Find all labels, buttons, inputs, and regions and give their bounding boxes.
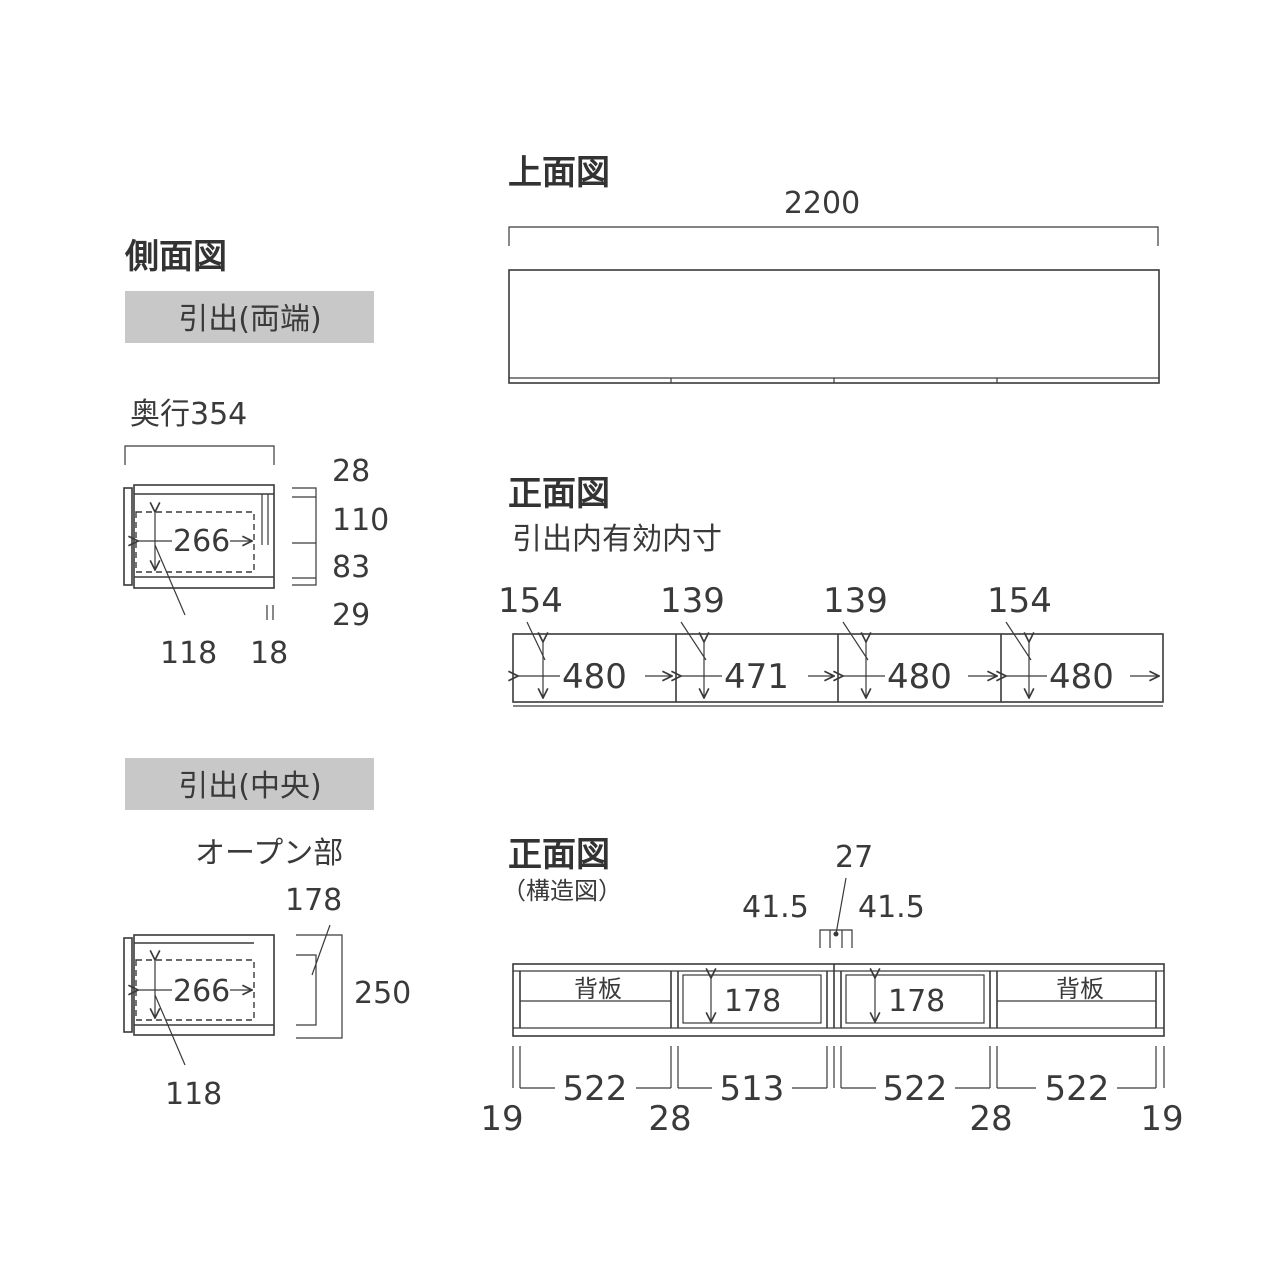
total-width-value: 2200 xyxy=(784,186,860,221)
partition-dim-left: 28 xyxy=(648,1099,691,1139)
structure-view-subtitle: （構造図） xyxy=(502,877,622,905)
bay-width-4: 522 xyxy=(1045,1069,1110,1109)
side-view-title: 側面図 xyxy=(124,237,227,277)
back-panel-label-left: 背板 xyxy=(574,975,622,1003)
height-value-1: 28 xyxy=(332,454,370,489)
bay-width-1: 522 xyxy=(563,1069,628,1109)
drawer-width-2: 471 xyxy=(724,657,789,697)
top-view-outline xyxy=(508,269,1160,384)
open-cavity-left xyxy=(682,974,822,1024)
edge-dim-left: 19 xyxy=(480,1099,523,1139)
leader-118 xyxy=(154,544,186,616)
leader-118-center xyxy=(154,994,186,1066)
center-gap-value: 27 xyxy=(835,840,873,875)
structure-outline xyxy=(512,963,1165,1037)
total-height-value: 250 xyxy=(354,976,411,1011)
structure-view-title: 正面図 xyxy=(508,835,610,875)
open-height-value: 178 xyxy=(285,883,342,918)
drawer-height-1: 154 xyxy=(498,581,563,621)
bottom-dim-118: 118 xyxy=(160,636,217,671)
center-point xyxy=(833,931,839,937)
front-view-subtitle: 引出内有効内寸 xyxy=(512,522,722,557)
open-height-dimension xyxy=(296,954,317,1026)
drawer-center-label: 引出(中央) xyxy=(178,769,321,804)
depth-dimension-line xyxy=(124,445,275,465)
height-value-4: 29 xyxy=(332,598,370,633)
inner-depth-value: 266 xyxy=(173,524,230,559)
drawer-2: 471 xyxy=(681,621,834,698)
inner-depth-value-center: 266 xyxy=(173,974,230,1009)
front-view-dividers xyxy=(675,634,1002,702)
front-view: 正面図 引出内有効内寸 154 139 139 154 480 471 480 xyxy=(498,474,1164,707)
back-panel-label-right: 背板 xyxy=(1056,975,1104,1003)
center-gap-leader xyxy=(835,877,847,935)
drawer-end-label: 引出(両端) xyxy=(178,302,321,337)
bay-width-3: 522 xyxy=(883,1069,948,1109)
drawer-width-4: 480 xyxy=(1049,657,1114,697)
edge-dim-right: 19 xyxy=(1140,1099,1183,1139)
center-left-value: 41.5 xyxy=(742,890,809,925)
front-view-title: 正面図 xyxy=(508,474,610,514)
open-cavity-right xyxy=(845,974,985,1024)
side-view: 側面図 引出(両端) 奥行354 266 28 110 83 29 118 18 xyxy=(123,237,411,1112)
bottom-dim-118-center: 118 xyxy=(165,1077,222,1112)
total-height-dimension xyxy=(296,934,343,1039)
center-partition-marks xyxy=(819,929,853,948)
structure-view: 正面図 （構造図） 27 41.5 41.5 背板 背板 178 178 522… xyxy=(480,835,1183,1139)
total-width-dimension xyxy=(508,226,1159,246)
open-height-left: 178 xyxy=(724,984,781,1019)
drawer-end-band xyxy=(125,291,374,343)
drawer-width-1: 480 xyxy=(562,657,627,697)
top-view-title: 上面図 xyxy=(508,153,610,193)
drawer-3: 480 xyxy=(843,621,997,698)
top-view-drawer-dividers xyxy=(670,378,998,383)
bottom-dim-18: 18 xyxy=(250,636,288,671)
open-height-right: 178 xyxy=(888,984,945,1019)
open-height-leader xyxy=(311,924,331,976)
drawer-center-band xyxy=(125,758,374,810)
center-right-value: 41.5 xyxy=(858,890,925,925)
partition-dim-right: 28 xyxy=(969,1099,1012,1139)
drawer-height-3: 139 xyxy=(823,581,888,621)
drawer-height-2: 139 xyxy=(660,581,725,621)
width-extension-lines xyxy=(512,1046,1165,1088)
height-dimension-lines xyxy=(292,487,317,586)
open-section-label: オープン部 xyxy=(195,836,343,871)
drawer-4: 480 xyxy=(1006,621,1159,698)
top-view: 上面図 2200 xyxy=(508,153,1160,384)
height-value-2: 110 xyxy=(332,503,389,538)
height-value-3: 83 xyxy=(332,550,370,585)
depth-label: 奥行354 xyxy=(130,397,247,432)
bay-width-2: 513 xyxy=(720,1069,785,1109)
drawer-width-3: 480 xyxy=(887,657,952,697)
drawer-1: 480 xyxy=(518,621,672,698)
drawer-height-4: 154 xyxy=(987,581,1052,621)
structure-partitions xyxy=(519,964,1157,1028)
